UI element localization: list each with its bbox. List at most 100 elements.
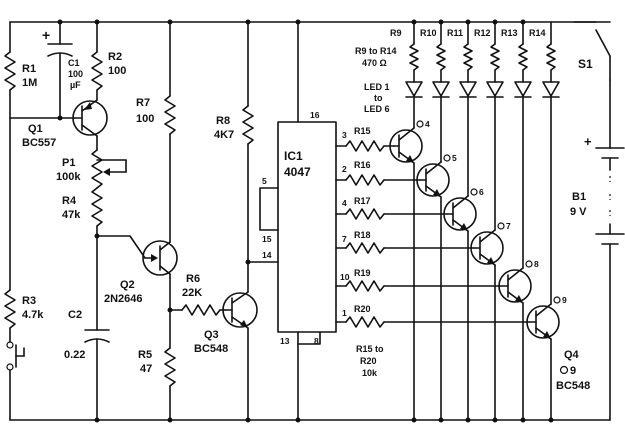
led-note-line3: LED 6 (364, 104, 390, 114)
r8-value: 4K7 (214, 129, 234, 141)
r5-value: 47 (140, 363, 152, 375)
r9-r14-note-line1: R9 to R14 (355, 46, 397, 56)
r7-value: 100 (136, 113, 154, 125)
q4-label: Q4 (564, 349, 580, 361)
p1-value: 100k (56, 171, 81, 183)
marker-5: 5 (452, 153, 457, 163)
resistor-r6 (169, 304, 226, 316)
q2-label: Q2 (120, 279, 135, 291)
q2-part: 2N2646 (104, 293, 143, 305)
r2-value: 100 (108, 65, 126, 77)
capacitor-c1 (47, 21, 73, 119)
resistor-r4 (91, 187, 103, 331)
junction-dots (57, 19, 554, 423)
r10-label: R10 (420, 28, 437, 38)
r16-label: R16 (354, 160, 371, 170)
r14-label: R14 (529, 28, 546, 38)
marker-7: 7 (506, 221, 511, 231)
r6-value: 22K (182, 287, 202, 299)
ic-pin2: 2 (342, 164, 347, 174)
resistor-r3 (4, 289, 16, 343)
led-note-line1: LED 1 (364, 82, 390, 92)
q3-part: BC548 (194, 343, 228, 355)
r15-label: R15 (354, 126, 371, 136)
output-resistors (335, 140, 530, 328)
r1-label: R1 (22, 63, 36, 75)
ic-pin8: 8 (314, 336, 319, 346)
r3-value: 4.7k (22, 309, 44, 321)
potentiometer-p1 (91, 149, 127, 189)
c1-label: C1 (68, 58, 80, 68)
transistor-markers (416, 120, 569, 375)
r9-r14-note-line2: 470 Ω (362, 58, 387, 68)
ic-pin5: 5 (262, 176, 267, 186)
r12-label: R12 (474, 28, 491, 38)
capacitor-c2 (84, 329, 110, 421)
r20-label: R20 (354, 304, 371, 314)
ic1-label: IC1 (284, 149, 303, 163)
transistor-q3 (222, 291, 258, 421)
r9-label: R9 (390, 28, 402, 38)
ic-pin16: 16 (310, 110, 320, 120)
r5-label: R5 (138, 349, 152, 361)
ic1-part: 4047 (284, 165, 311, 179)
s1-label: S1 (578, 57, 593, 71)
battery-b1 (595, 79, 625, 421)
b1-label: B1 (572, 191, 586, 203)
ic-pin7: 7 (342, 234, 347, 244)
resistor-r8 (242, 21, 254, 293)
pushbutton-switch (6, 341, 25, 421)
r13-label: R13 (501, 28, 518, 38)
q1-label: Q1 (28, 123, 43, 135)
r4-value: 47k (62, 209, 81, 221)
marker-4: 4 (425, 119, 430, 129)
q4-part: BC548 (556, 380, 590, 392)
r15-r20-note-line3: 10k (362, 368, 378, 378)
r11-label: R11 (447, 28, 463, 38)
r18-label: R18 (354, 230, 371, 240)
ic-pin14: 14 (262, 250, 272, 260)
transistor-q2 (142, 240, 178, 276)
switch-s1 (573, 21, 611, 81)
c2-value: 0.22 (64, 349, 85, 361)
resistor-r5 (164, 347, 176, 421)
r15-r20-note-line2: R20 (360, 356, 377, 366)
c2-label: C2 (68, 309, 82, 321)
resistor-r1 (4, 21, 16, 291)
c1-unit: µF (70, 80, 81, 90)
c1-plus: + (42, 27, 50, 43)
ic1-4047 (259, 21, 337, 421)
q4-number: 9 (570, 365, 576, 377)
r7-label: R7 (136, 97, 150, 109)
led-strings (405, 21, 560, 305)
marker-8: 8 (534, 259, 539, 269)
r15-r20-note-line1: R15 to (356, 344, 384, 354)
r19-label: R19 (354, 268, 371, 278)
marker-6: 6 (479, 187, 484, 197)
r4-label: R4 (62, 195, 77, 207)
c1-value: 100 (68, 69, 83, 79)
r3-label: R3 (22, 295, 36, 307)
ic-pin15: 15 (262, 234, 272, 244)
b1-value: 9 V (570, 206, 587, 218)
r17-label: R17 (354, 196, 371, 206)
r2-label: R2 (108, 51, 122, 63)
r1-value: 1M (22, 77, 37, 89)
resistor-r7 (164, 21, 176, 243)
r8-label: R8 (216, 115, 230, 127)
q3-label: Q3 (204, 329, 219, 341)
ic-pin13: 13 (280, 336, 290, 346)
transistor-q1 (72, 99, 108, 151)
ic-pin1: 1 (342, 308, 347, 318)
q1-part: BC557 (22, 137, 56, 149)
r6-label: R6 (186, 273, 200, 285)
driver-transistors (389, 127, 560, 421)
q2-emitter-wire (96, 235, 146, 259)
ic-pin10: 10 (340, 272, 350, 282)
resistor-r2 (91, 21, 103, 101)
p1-label: P1 (62, 157, 75, 169)
b1-plus: + (584, 134, 592, 149)
led-note-line2: to (374, 93, 383, 103)
ic-pin4: 4 (342, 198, 347, 208)
